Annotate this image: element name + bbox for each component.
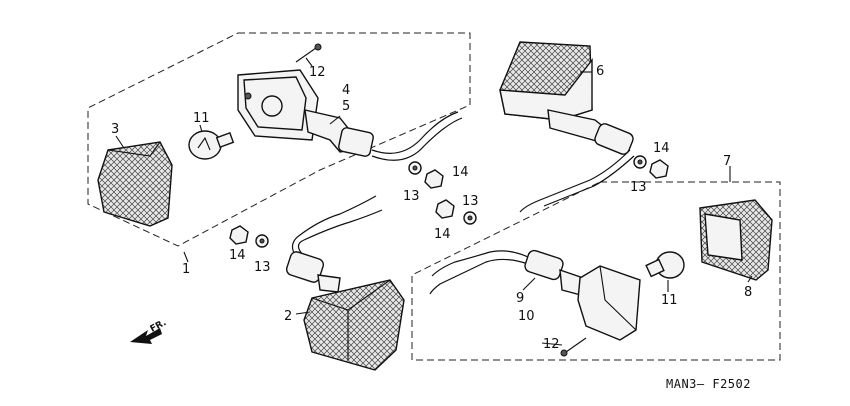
bulb-left [188,130,235,160]
callout-1: 1 [182,262,190,277]
callout-14-c: 14 [229,248,246,263]
callout-4: 4 [342,83,350,98]
callout-13-a: 13 [403,189,420,204]
callout-8: 8 [744,285,752,300]
callout-7: 7 [723,154,731,169]
left-upper-turn-signal-housing [237,69,463,161]
callout-11-left: 11 [193,111,210,126]
screw-left [295,43,322,63]
right-lower-turn-signal [429,249,641,341]
lens-left-front [97,141,173,227]
washer-13-c [255,234,269,248]
callout-13-c: 13 [254,260,271,275]
callout-3: 3 [111,122,119,137]
nut-14-a [424,169,444,189]
screw-right [560,337,587,357]
left-assembly-outline [87,32,471,247]
right-upper-turn-signal [499,41,635,213]
washer-13-b [463,211,477,225]
callout-13-d: 13 [630,180,647,195]
callout-5: 5 [342,99,350,114]
callout-6: 6 [596,64,604,79]
left-lower-turn-signal [285,195,405,371]
right-assembly-outline [411,181,781,361]
diagram-code: MAN3– F2502 [666,377,751,391]
callout-12-left: 12 [309,65,326,80]
callout-2: 2 [284,309,292,324]
callout-14-b: 14 [434,227,451,242]
bulb-right [645,251,685,279]
callout-14-a: 14 [452,165,469,180]
washer-13-a [408,161,422,175]
callout-12-right: 12 [543,337,560,352]
callout-11-right: 11 [661,293,678,308]
nut-14-b [435,199,455,219]
callout-9: 9 [516,291,524,306]
callout-13-b: 13 [462,194,479,209]
nut-14-d [649,159,669,179]
washer-13-d [633,155,647,169]
lens-right-rear [699,199,773,281]
nut-14-c [229,225,249,245]
front-direction-arrow-icon [130,328,162,344]
callout-10: 10 [518,309,535,324]
callout-14-d: 14 [653,141,670,156]
